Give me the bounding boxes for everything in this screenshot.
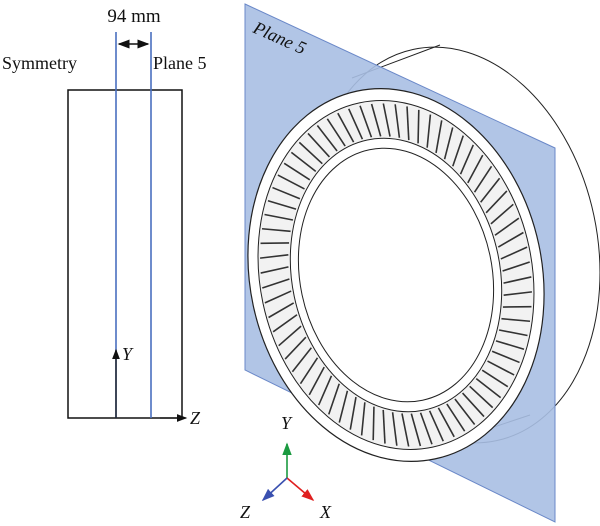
spoke [338,390,349,423]
spoke [502,261,530,272]
spoke [467,154,484,184]
spoke [491,350,520,364]
spoke [267,199,297,210]
spoke [268,302,295,319]
spoke [284,336,307,360]
triad-x-arrow [286,477,315,502]
spoke [261,227,291,233]
spoke [359,105,373,138]
spoke [317,375,333,406]
spoke [264,213,294,221]
spoke [473,165,493,193]
stator-ring [247,88,545,462]
triad-y-label: Y [281,413,293,433]
spoke [497,231,524,248]
spoke [260,266,289,274]
spoke [262,278,290,289]
spoke [490,203,514,225]
spoke [394,104,401,138]
spoke [283,162,311,181]
spoke [443,127,454,160]
symmetry-label: Symmetry [2,53,77,73]
dimension-label: 94 mm [107,6,161,27]
isometric-view: Plane 5 [244,3,600,523]
spoke [259,254,289,259]
spoke [480,177,501,203]
spoke [485,190,508,214]
spoke [417,109,420,144]
spoke [307,132,331,158]
spoke [498,329,528,337]
spoke [316,125,338,152]
spoke [382,103,391,137]
spoke [360,402,366,436]
cross-section-outline [67,89,183,419]
spoke [452,135,465,167]
spoke [272,186,301,200]
spoke [410,413,422,447]
spoke [260,242,290,245]
spoke [291,347,312,373]
spokes [259,103,533,447]
spoke [419,412,433,445]
spoke [277,174,305,190]
spoke [349,396,357,430]
spoke [437,407,455,438]
spoke [495,340,525,351]
plane-label: Plane 5 [153,53,207,73]
spoke [459,144,475,175]
spoke [272,314,298,333]
spoke [372,406,375,441]
spoke [406,106,410,141]
spoke [469,385,494,409]
spoke [500,246,528,260]
spoke [264,290,292,304]
spoke [308,366,325,396]
spoke [401,413,410,447]
spoke [348,108,364,140]
triad-z-arrow [261,477,288,502]
spoke [278,325,302,347]
spoke [428,410,444,442]
ring-bore [297,147,495,403]
spoke [382,409,386,444]
spoke [446,403,466,432]
triad-x-label: X [319,502,332,522]
spoke [290,151,317,172]
spoke [475,378,502,399]
spoke [503,291,533,296]
spoke [298,141,323,165]
spoke [461,392,485,418]
spoke [501,317,531,323]
spoke [327,383,340,415]
spoke [370,103,382,137]
side-view: 94 mm Symmetry Plane 5 Y Z [2,6,207,428]
spoke [391,412,398,446]
y-axis-label: Y [122,344,134,364]
spoke [494,217,520,236]
spoke [502,305,532,308]
spoke [487,360,515,376]
triad-z-label: Z [240,502,251,522]
spoke [503,276,532,284]
spoke [299,357,319,385]
z-axis-label: Z [190,408,201,428]
axis-triad: Y X Z [240,413,332,522]
spoke [454,398,476,425]
spoke [337,112,355,143]
spoke [435,120,443,154]
spoke [481,369,509,388]
spoke [326,118,346,147]
spoke [426,114,432,148]
